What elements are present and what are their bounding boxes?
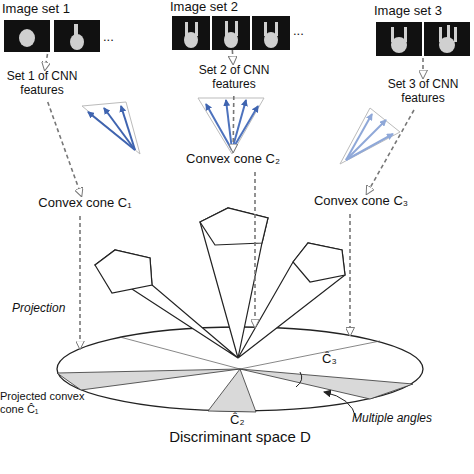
feature-vector [232,100,246,150]
hand-finger [225,21,228,36]
hand-shape [391,37,407,53]
feature-vector [206,104,232,150]
feature-set: Set 3 of CNN features [376,78,470,110]
hand-image [252,16,290,50]
feature-set: Set 1 of CNN features [2,70,82,102]
annotation-label: Ĉ₃ [322,352,337,367]
node-text: Discriminant space D [56,428,424,445]
hand-shape [70,34,84,50]
feature-vector [88,112,135,150]
hand-finger [454,27,457,42]
cone-opening [95,250,152,293]
feature-hull [82,102,140,154]
hand-finger [404,27,407,42]
hand-image [4,20,50,52]
projection-arrow [232,50,234,64]
node-text: Convex cone C₂ [178,152,288,167]
feature-vector [346,134,393,160]
hand-shape [19,29,35,47]
hand-image [424,22,470,56]
hand-finger [185,22,188,36]
feature-hull [340,108,400,164]
node-text: Set 1 of CNN features [2,70,82,98]
feature-vector [226,100,232,150]
hand-image [54,20,100,52]
hand-shape [439,37,455,53]
node-text: Set 2 of CNN features [188,64,280,92]
node-text: Set 3 of CNN features [376,78,470,106]
feature-set: Set 2 of CNN features [188,64,280,96]
hand-finger [391,27,394,42]
hand-finger [275,22,278,36]
edge-label: Projection [12,302,65,316]
hand-finger [264,22,267,36]
feature-vector [346,114,372,160]
cone-label: Convex cone C₂ [178,152,288,172]
projection-arrow [79,216,81,349]
node-text: Convex cone C₁ [30,196,140,211]
annotation-label: Multiple angles [352,412,432,426]
feature-vector [232,106,258,150]
cone-opening [293,243,345,282]
annotation-label: Ĉ₂ [230,413,244,428]
hand-finger [447,25,450,42]
hand-image [172,16,210,50]
projection-arrow [232,96,234,152]
image-set: Image set 2 [170,0,292,50]
feature-vector [121,106,135,150]
discriminant-plane: Discriminant space D [56,326,424,412]
plane-outline [56,326,424,412]
cone-opening [200,208,268,245]
node-text: Image set 3 [374,4,472,19]
projection-arrow [349,214,351,335]
node-text: Image set 2 [170,0,292,15]
node-text: Convex cone C₃ [306,194,416,209]
projection-arrow [422,58,424,78]
hand-shape [264,32,278,48]
hand-shape [224,32,238,48]
hand-image [376,22,422,56]
hand-finger [74,24,78,38]
image-set: Image set 3 [374,4,472,58]
hand-finger [439,27,442,42]
plane-ellipse [57,327,423,411]
hand-finger [235,21,238,36]
cone-label: Convex cone C₁ [30,196,140,216]
image-set: Image set 1 [2,2,102,54]
projection-arrow [45,54,48,70]
annotation-label: ... [103,30,114,45]
annotation-label: Projected convex cone Ĉ₁ [0,390,90,415]
cone-label: Convex cone C₃ [306,194,416,214]
projection-arrow [48,102,82,196]
hand-image [212,16,250,50]
projection-arrow [254,172,256,327]
hand-shape [184,32,198,48]
annotation-label: ... [293,24,304,39]
projection-arrow [367,110,414,194]
feature-vector [346,120,386,160]
hand-finger [195,22,198,36]
feature-hull [198,98,264,154]
node-text: Image set 1 [2,2,102,17]
feature-vector [104,108,135,150]
